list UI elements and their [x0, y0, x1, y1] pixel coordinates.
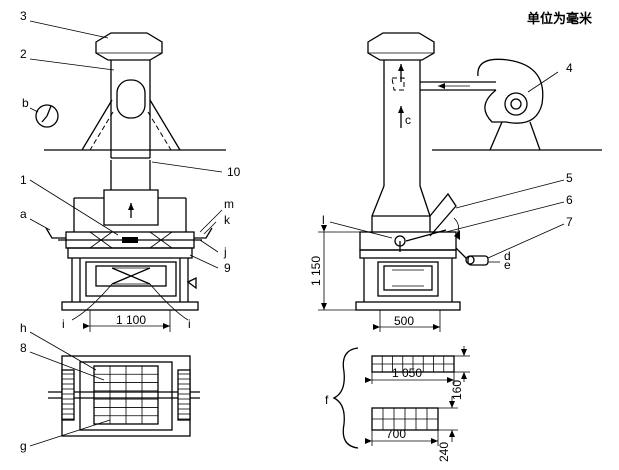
callout-e: e: [504, 258, 511, 272]
dim-sample1-length: 1 050: [392, 366, 422, 380]
callout-k: k: [224, 213, 231, 227]
callout-g: g: [20, 439, 27, 453]
top-view: [48, 355, 200, 437]
front-callouts: [29, 20, 223, 269]
gas-supply: [467, 255, 489, 266]
callout-c: c: [405, 113, 411, 127]
callout-8: 8: [20, 341, 27, 355]
dim-front-width: 1 100: [116, 313, 146, 327]
callout-10: 10: [227, 165, 241, 179]
callout-5: 5: [566, 171, 573, 185]
callout-4: 4: [566, 61, 573, 75]
collection-hood: [103, 189, 159, 226]
callout-f: f: [325, 393, 329, 407]
callout-a: a: [20, 207, 27, 221]
side-callouts: [329, 71, 565, 263]
front-view: 1 100: [44, 32, 226, 332]
callout-h: h: [20, 321, 27, 335]
sample-dimensions: 1 050 160 700 240: [332, 346, 470, 462]
dim-side-height: 1 150: [309, 256, 323, 286]
callout-i-left: i: [62, 317, 65, 331]
callout-6: 6: [566, 193, 573, 207]
callout-l: l: [322, 213, 325, 227]
dim-sample1-height: 160: [450, 380, 464, 400]
callout-i-right: i: [188, 317, 191, 331]
observation-window: [116, 79, 146, 119]
base-plate: [61, 301, 199, 311]
specimen-cabinet: [85, 261, 177, 297]
dim-side-width: 500: [394, 314, 414, 328]
callout-2: 2: [20, 47, 27, 61]
brace-f: [332, 347, 359, 449]
callout-m: m: [224, 197, 234, 211]
side-base-plate: [355, 301, 461, 311]
hood-cap: [95, 32, 163, 61]
callout-b: b: [22, 96, 29, 110]
side-hood-cap: [367, 32, 435, 61]
callout-7: 7: [566, 215, 573, 229]
callout-3: 3: [20, 9, 27, 23]
dim-sample2-height: 240: [437, 442, 451, 462]
callout-9: 9: [224, 261, 231, 275]
callout-d: d: [504, 249, 511, 263]
side-view: 1 150 500: [309, 32, 602, 332]
timer-symbol: [35, 104, 59, 128]
dim-sample2-length: 700: [386, 427, 406, 441]
exhaust-fan: [477, 58, 544, 124]
callout-1: 1: [20, 173, 27, 187]
unit-note: 单位为毫米: [527, 11, 593, 27]
callout-j: j: [223, 245, 227, 259]
